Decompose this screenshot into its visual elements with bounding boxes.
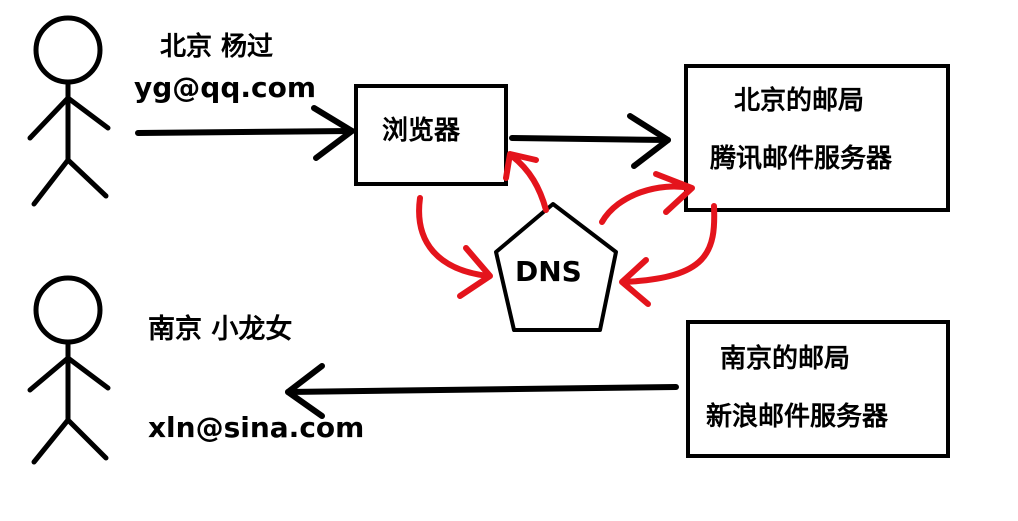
dns-label: DNS [515, 255, 582, 288]
browser-label: 浏览器 [382, 116, 461, 146]
browser-box [354, 84, 508, 186]
beijing-post-server: 腾讯邮件服务器 [710, 144, 893, 174]
sender-person-icon [27, 15, 111, 207]
dns-lookup-arrows [416, 151, 718, 307]
nanjing-post-box [686, 320, 950, 458]
sender-name: 北京 杨过 [160, 32, 274, 62]
receiver-email: xln@sina.com [148, 411, 365, 444]
arrow-nanjing-post-to-receiver [285, 363, 679, 419]
arrow-browser-to-beijing-post [509, 113, 671, 169]
receiver-person-icon [27, 275, 111, 465]
beijing-post-title: 北京的邮局 [734, 86, 865, 116]
arrow-sender-to-browser [135, 105, 355, 161]
nanjing-post-server: 新浪邮件服务器 [706, 402, 889, 432]
receiver-name: 南京 小龙女 [148, 314, 293, 345]
sender-email: yg@qq.com [134, 71, 317, 104]
beijing-post-box [684, 64, 950, 212]
nanjing-post-title: 南京的邮局 [720, 344, 851, 374]
dns-pentagon [494, 202, 618, 332]
